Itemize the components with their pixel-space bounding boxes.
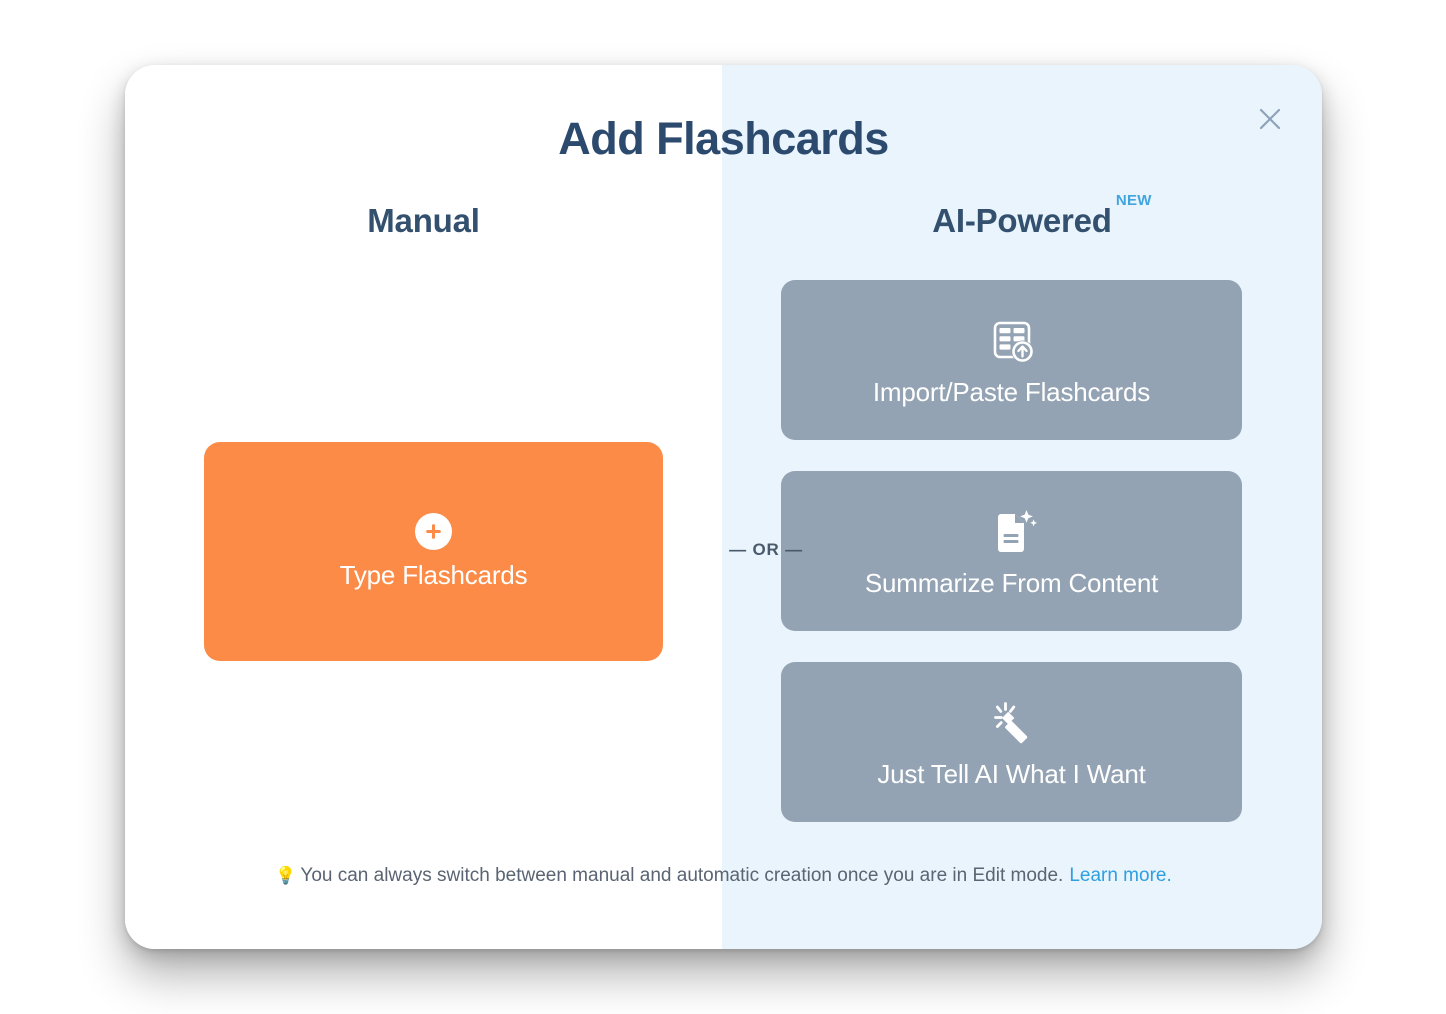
manual-panel: Manual Type Flashcards: [125, 65, 722, 949]
footer-hint-text: You can always switch between manual and…: [300, 865, 1064, 886]
add-flashcards-modal: Manual Type Flashcards AI-Powered NEW: [125, 65, 1322, 949]
just-tell-ai-what-i-want-button[interactable]: Just Tell AI What I Want: [781, 662, 1242, 822]
type-flashcards-button[interactable]: Type Flashcards: [204, 442, 663, 661]
manual-heading-label: Manual: [367, 202, 480, 239]
magic-wand-icon: [984, 695, 1040, 753]
ai-heading-label: AI-Powered: [932, 202, 1112, 239]
close-icon[interactable]: [1248, 97, 1292, 141]
document-sparkle-icon: [984, 504, 1040, 562]
table-upload-icon: [984, 313, 1040, 371]
summarize-from-content-label: Summarize From Content: [864, 567, 1159, 598]
ai-heading: AI-Powered NEW: [722, 192, 1322, 240]
page-title: Add Flashcards: [558, 113, 889, 164]
or-divider: — OR —: [729, 540, 803, 559]
import-paste-flashcards-label: Import/Paste Flashcards: [872, 376, 1151, 407]
footer-hint: 💡You can always switch between manual an…: [125, 865, 1322, 887]
type-flashcards-label: Type Flashcards: [339, 559, 528, 590]
just-tell-ai-what-i-want-label: Just Tell AI What I Want: [877, 758, 1146, 789]
import-paste-flashcards-button[interactable]: Import/Paste Flashcards: [781, 280, 1242, 440]
manual-heading: Manual: [125, 202, 722, 240]
new-badge: NEW: [1115, 192, 1152, 209]
lightbulb-icon: 💡: [275, 866, 297, 885]
summarize-from-content-button[interactable]: Summarize From Content: [781, 471, 1242, 631]
plus-circle-icon: [415, 512, 452, 550]
learn-more-link[interactable]: Learn more.: [1069, 865, 1172, 886]
ai-panel: AI-Powered NEW: [722, 65, 1322, 949]
